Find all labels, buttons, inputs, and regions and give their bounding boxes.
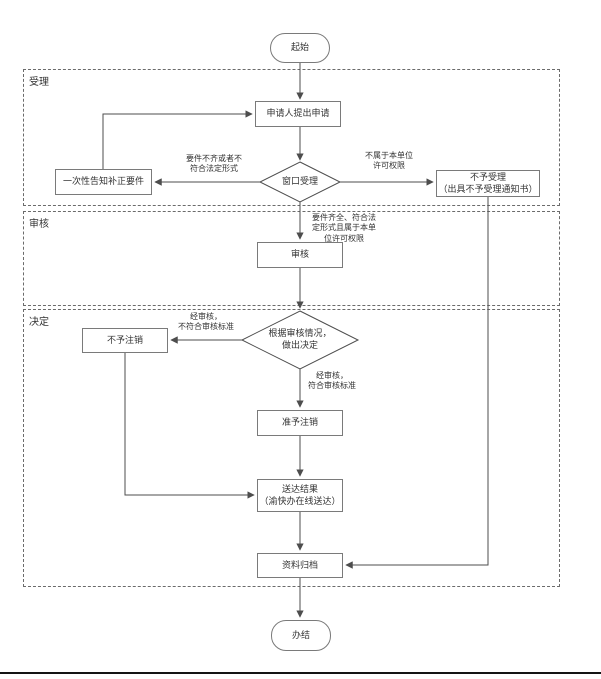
- window-accept-label: 窗口受理: [281, 176, 318, 187]
- edge-label-complete: 要件齐全、符合法 定形式且属于本单 位许可权限: [312, 213, 376, 243]
- edge-label-incomplete: 要件不齐或者不 符合法定形式: [186, 154, 242, 174]
- apply-node: 申请人提出申请: [255, 101, 341, 127]
- section-review-label: 审核: [29, 219, 49, 230]
- end-node: 办结: [271, 620, 331, 651]
- approve-cancel-node: 准予注销: [257, 410, 343, 436]
- notify-correct-node: 一次性告知补正要件: [55, 169, 152, 195]
- arrow-deny-to-deliver: [124, 353, 255, 499]
- arrow-notify-back-to-apply: [102, 110, 253, 169]
- window-accept-diamond: [258, 161, 342, 203]
- deny-cancel-node: 不予注销: [82, 328, 168, 353]
- footer-divider-line: [0, 672, 601, 674]
- section-decision-label: 决定: [29, 317, 49, 328]
- archive-node: 资料归档: [257, 553, 343, 578]
- start-node: 起始: [270, 33, 330, 63]
- section-decision: 决定: [23, 309, 560, 587]
- section-review: 审核: [23, 211, 560, 306]
- make-decision-label: 根据审核情况， 做出决定: [268, 328, 332, 350]
- edge-label-review-fail: 经审核， 不符合审核标准: [178, 312, 234, 332]
- section-acceptance: 受理: [23, 69, 560, 206]
- make-decision-diamond: [240, 310, 360, 370]
- reject-accept-node: 不予受理 （出具不予受理通知书）: [436, 170, 540, 197]
- deliver-result-node: 送达结果 （渝快办在线送达）: [257, 479, 343, 512]
- arrow-reject-to-archive: [345, 196, 489, 569]
- edge-label-review-pass: 经审核， 符合审核标准: [308, 371, 356, 391]
- edge-label-not-authority: 不属于本单位 许可权限: [365, 151, 413, 171]
- section-acceptance-label: 受理: [29, 77, 49, 88]
- review-node: 审核: [257, 242, 343, 268]
